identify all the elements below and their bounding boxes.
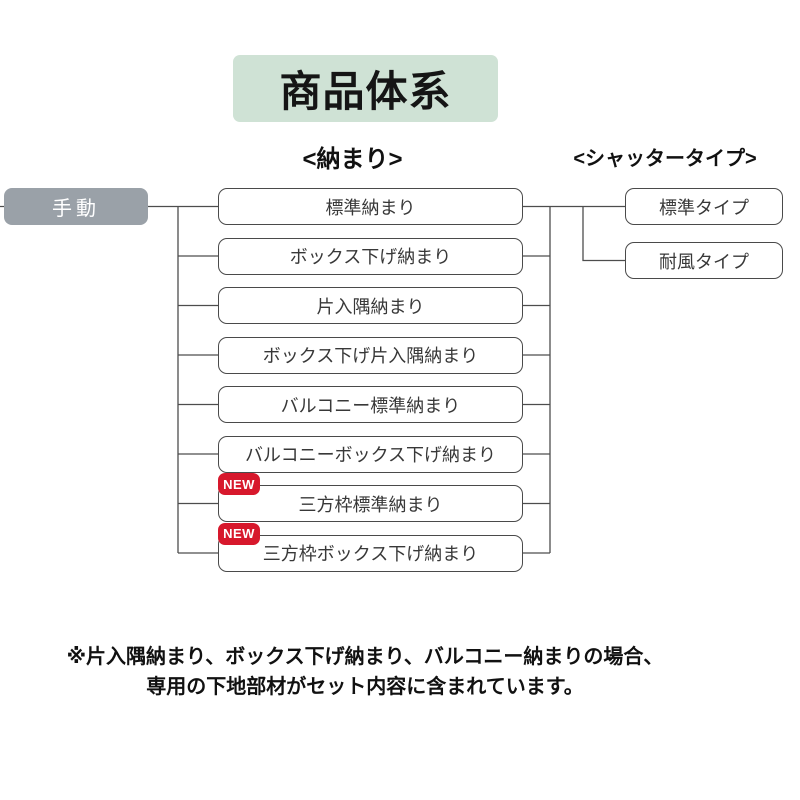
naomari-item-label: ボックス下げ納まり (289, 247, 452, 267)
naomari-item-4: ボックス下げ片入隅納まり (218, 336, 523, 374)
naomari-item-label: 標準納まり (325, 197, 416, 218)
naomari-item-5: バルコニー標準納まり (218, 386, 523, 423)
naomari-item-8: NEW 三方枠ボックス下げ納まり (218, 522, 523, 572)
column-header-naomari: <納まり> (302, 146, 403, 173)
naomari-item-label: ボックス下げ片入隅納まり (262, 346, 479, 366)
new-badge: NEW (218, 522, 260, 545)
naomari-item-6: バルコニーボックス下げ納まり (218, 435, 523, 473)
new-badge: NEW (218, 473, 260, 495)
naomari-item-label: 三方枠ボックス下げ納まり (262, 544, 479, 564)
column-header-shutter-type: <シャッタータイプ> (573, 148, 757, 170)
footnote: ※片入隅納まり、ボックス下げ納まり、バルコニー納まりの場合、 専用の下地部材がセ… (60, 642, 670, 702)
footnote-line-1: ※片入隅納まり、ボックス下げ納まり、バルコニー納まりの場合、 (66, 646, 664, 668)
shutter-type-standard: 標準タイプ (625, 188, 783, 225)
naomari-item-label: 片入隅納まり (316, 296, 425, 317)
naomari-item-label: 三方枠標準納まり (298, 494, 443, 515)
naomari-item-2: ボックス下げ納まり (218, 237, 523, 275)
shutter-type-label: 耐風タイプ (659, 251, 749, 272)
shutter-type-label: 標準タイプ (659, 197, 749, 218)
naomari-item-label: バルコニーボックス下げ納まり (244, 445, 497, 465)
naomari-item-3: 片入隅納まり (218, 287, 523, 324)
naomari-item-label: バルコニー標準納まり (280, 395, 461, 416)
naomari-item-7: NEW 三方枠標準納まり (218, 473, 523, 522)
source-node-manual: 手動 (4, 188, 148, 225)
footnote-line-2: 専用の下地部材がセット内容に含まれています。 (146, 676, 584, 698)
shutter-type-wind-resistant: 耐風タイプ (625, 242, 783, 279)
page-title: 商品体系 (233, 55, 498, 122)
naomari-item-1: 標準納まり (218, 188, 523, 225)
